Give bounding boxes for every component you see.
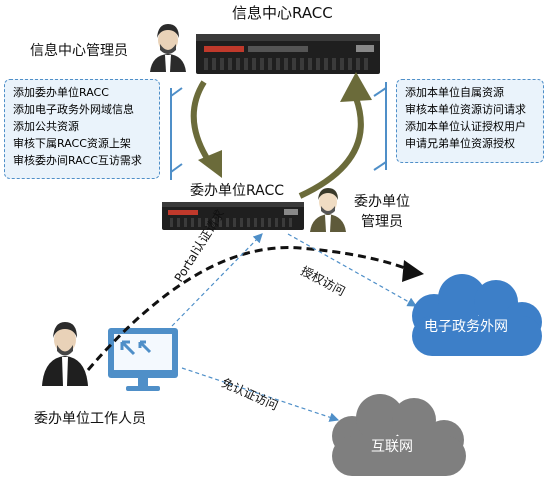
dept-admin-person-icon: [310, 188, 346, 232]
worker-person-icon: [42, 322, 88, 386]
gov-network-cloud-icon: [412, 274, 542, 356]
dept-admin-task: 添加本单位认证授权用户: [405, 120, 526, 133]
center-admin-label: 信息中心管理员: [30, 43, 128, 59]
portal-auth-arrow: [171, 233, 263, 327]
dept-racc-server: [162, 202, 304, 230]
center-racc-title: 信息中心RACC: [232, 4, 333, 22]
center-admin-task: 审核下属RACC资源上架: [13, 137, 131, 150]
worker-label: 委办单位工作人员: [34, 411, 146, 427]
computer-monitor-icon: [108, 328, 178, 391]
dept-admin-task-box: 添加本单位自属资源 审核本单位资源访问请求 添加本单位认证授权用户 申请兄弟单位…: [396, 79, 544, 163]
worker-to-gov-dashed-path: [86, 246, 424, 371]
dept-admin-label: 委办单位 管理员: [354, 192, 410, 232]
dept-admin-task: 审核本单位资源访问请求: [405, 103, 526, 116]
center-racc-server: [196, 34, 380, 74]
dept-admin-task: 添加本单位自属资源: [405, 86, 504, 99]
center-admin-task: 审核委办间RACC互访需求: [13, 154, 142, 167]
left-box-bracket: [170, 87, 183, 180]
authorized-access-arrow: [287, 233, 418, 307]
dept-admin-label-line2: 管理员: [361, 214, 403, 230]
center-admin-task: 添加电子政务外网域信息: [13, 103, 134, 116]
dept-admin-label-line1: 委办单位: [354, 194, 410, 210]
internet-cloud-icon: [332, 394, 466, 476]
dept-admin-task: 申请兄弟单位资源授权: [405, 137, 515, 150]
right-box-bracket: [373, 82, 387, 171]
center-admin-task-box: 添加委办单位RACC 添加电子政务外网域信息 添加公共资源 审核下属RACC资源…: [4, 79, 160, 179]
internet-label: 互联网: [371, 439, 413, 455]
center-admin-task: 添加公共资源: [13, 120, 79, 133]
dept-racc-label: 委办单位RACC: [190, 183, 285, 199]
center-admin-task: 添加委办单位RACC: [13, 86, 109, 99]
gov-network-label: 电子政务外网: [424, 319, 508, 335]
upward-flow-arrow: [298, 72, 372, 199]
downward-flow-arrow: [190, 80, 222, 178]
center-admin-person-icon: [150, 24, 186, 72]
